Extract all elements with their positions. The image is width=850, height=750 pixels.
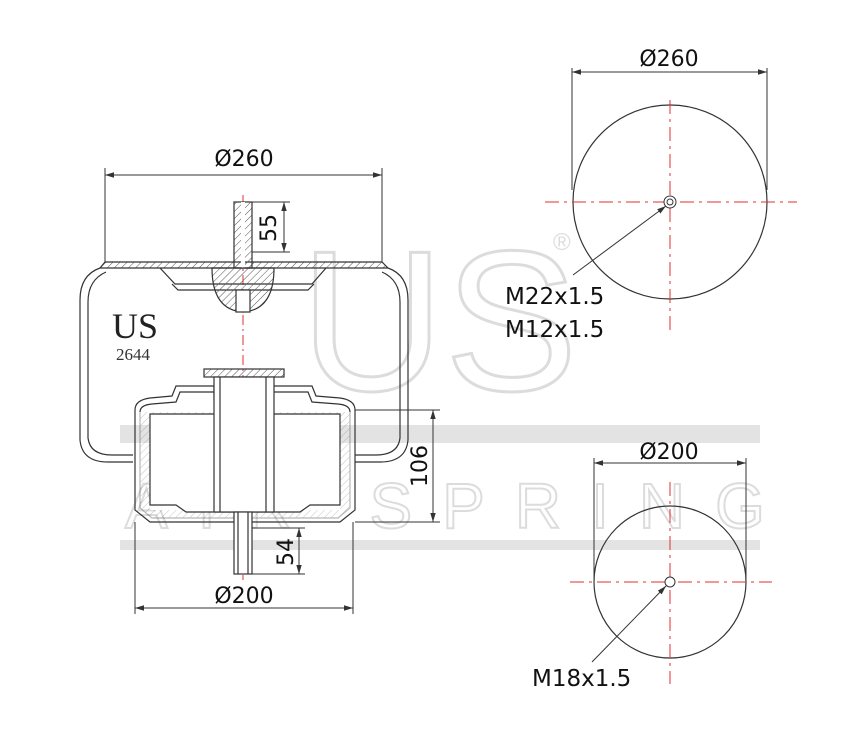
bottom-view (570, 458, 772, 684)
model-number-label: 2644 (116, 345, 151, 364)
brand-label: US (112, 306, 158, 346)
bellow-left-inner (87, 271, 133, 456)
bellow-right-inner (355, 271, 401, 456)
top-view-diameter-label: Ø260 (639, 47, 698, 72)
bottom-stud-hole (664, 576, 676, 588)
thread-m18-label: M18x1.5 (532, 666, 631, 692)
watermark-logo: US (300, 210, 578, 433)
bottom-stud-length-label: 54 (274, 538, 299, 566)
thread-m12-label: M12x1.5 (505, 317, 604, 343)
piston-height-label: 106 (408, 445, 433, 487)
thread-m22-label: M22x1.5 (505, 284, 604, 310)
center-tube (213, 376, 275, 513)
bellow-left-outer (79, 267, 133, 463)
bellow-right-outer (355, 267, 409, 463)
top-view (545, 68, 797, 330)
watermark-bar-bottom (120, 540, 760, 550)
side-top-diameter-label: Ø260 (214, 147, 273, 172)
side-bottom-diameter-label: Ø200 (214, 584, 273, 609)
piston-top-flange (203, 368, 285, 378)
bottom-stud (233, 511, 253, 575)
top-view-leader (572, 205, 667, 276)
bottom-view-leader (591, 585, 667, 663)
top-stud-length-label: 55 (257, 214, 282, 242)
watermark-registered-mark: ® (553, 229, 571, 256)
side-view (79, 195, 409, 580)
bottom-view-diameter-label: Ø200 (639, 440, 698, 465)
side-view-dimensions (104, 168, 440, 614)
top-stud-hole-inner (666, 198, 674, 206)
